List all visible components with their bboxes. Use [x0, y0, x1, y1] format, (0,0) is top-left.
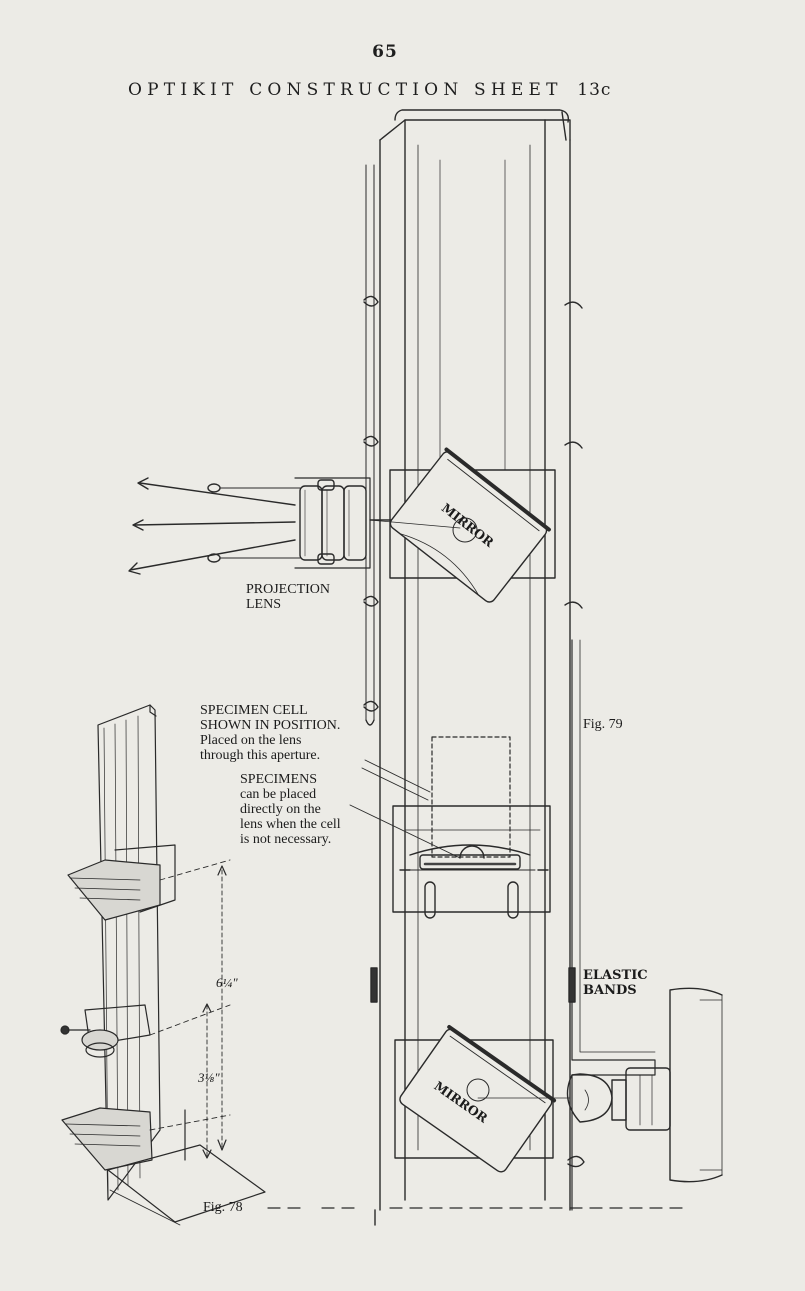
- specimens-label: SPECIMENS can be placed directly on the …: [240, 772, 341, 847]
- specimens-label-line2: can be placed: [240, 787, 317, 802]
- specimen-cell-label: SPECIMEN CELL SHOWN IN POSITION. Placed …: [200, 703, 340, 763]
- projection-lens-label-line1: PROJECTION: [246, 582, 331, 597]
- specimen-cell-label-line4: through this aperture.: [200, 748, 321, 763]
- specimen-cell-label-line2: SHOWN IN POSITION.: [200, 718, 341, 733]
- base-line: [267, 1207, 691, 1226]
- specimens-label-line3: directly on the: [240, 802, 321, 817]
- lamp-assembly: [566, 987, 723, 1183]
- upper-mirror-box: [369, 447, 556, 603]
- projection-lens-assembly: [128, 477, 461, 575]
- title-sheet-number: 13c: [577, 80, 612, 100]
- elastic-bands: [370, 967, 576, 1003]
- fig78-label: Fig. 78: [203, 1200, 243, 1215]
- fig79-tube-assembly: [363, 109, 656, 1211]
- fig79-label: Fig. 79: [583, 717, 623, 732]
- specimen-cell-outline: [431, 736, 511, 858]
- specimen-cell-label-line1: SPECIMEN CELL: [200, 703, 308, 718]
- dimension-lower-label: 3⅛": [198, 1070, 220, 1085]
- title-main: OPTIKIT CONSTRUCTION SHEET: [128, 80, 563, 100]
- lower-mirror-box: [394, 1025, 571, 1173]
- elastic-bands-label: ELASTIC BANDS: [583, 968, 648, 998]
- elastic-bands-label-line1: ELASTIC: [583, 968, 648, 983]
- specimen-stage: [349, 759, 551, 919]
- dimension-upper-label: 6¼": [216, 975, 238, 990]
- specimens-label-line1: SPECIMENS: [240, 772, 318, 787]
- specimens-label-line5: is not necessary.: [240, 832, 332, 847]
- projection-lens-label-line2: LENS: [246, 597, 281, 612]
- projection-lens-label: PROJECTION LENS: [246, 582, 330, 612]
- page-number: 65: [372, 42, 398, 62]
- specimen-cell-label-line3: Placed on the lens: [200, 733, 302, 748]
- page-title: OPTIKIT CONSTRUCTION SHEET 13c: [128, 80, 611, 100]
- fig78-perspective-drawing: [60, 704, 266, 1226]
- specimens-label-line4: lens when the cell: [240, 817, 341, 832]
- elastic-bands-label-line2: BANDS: [583, 983, 637, 998]
